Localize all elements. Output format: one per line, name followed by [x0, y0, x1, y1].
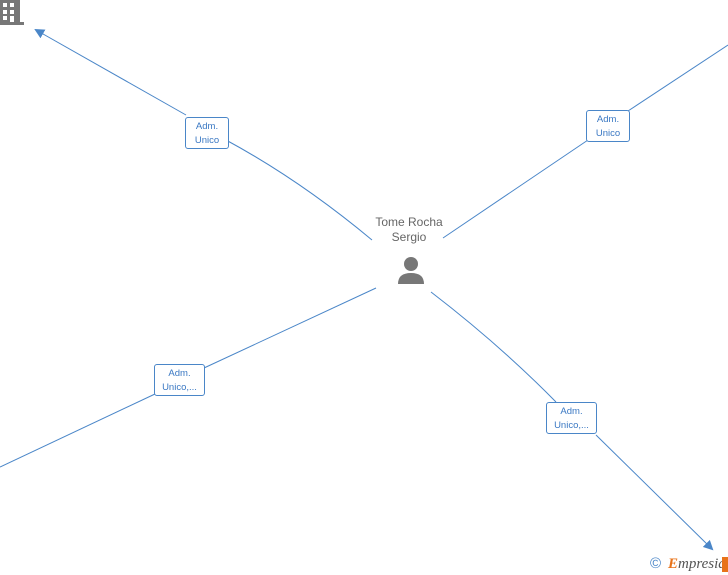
- center-person-name[interactable]: Tome Rocha Sergio: [359, 215, 459, 245]
- relation-label-line1: Adm.: [168, 368, 191, 379]
- relation-label-line2: Unico,...: [162, 382, 197, 393]
- building-icon[interactable]: [0, 0, 24, 26]
- relation-label-up-left[interactable]: Adm. Unico: [185, 117, 229, 149]
- relation-label-line1: Adm.: [560, 406, 583, 417]
- copyright-icon: ©: [650, 555, 662, 572]
- person-icon[interactable]: [396, 255, 426, 285]
- brand-initial: E: [668, 556, 679, 572]
- relation-label-up-right[interactable]: Adm. Unico: [586, 110, 630, 142]
- edge-up-right-tail: [627, 44, 728, 112]
- brand-accent-mark: [722, 557, 728, 572]
- edge-up-left-arrow: [34, 29, 187, 116]
- relation-label-line1: Adm.: [195, 121, 219, 132]
- edge-up-right: [442, 139, 589, 239]
- relation-label-down-right[interactable]: Adm. Unico,...: [546, 402, 597, 434]
- brand-rest: mpresia: [678, 556, 726, 572]
- center-name-line2: Sergio: [391, 230, 427, 244]
- edge-down-left: [203, 287, 377, 369]
- relation-label-line2: Unico,...: [554, 420, 589, 431]
- relation-label-line2: Unico: [595, 128, 621, 139]
- brand-logo: Empresia: [668, 555, 726, 573]
- relation-label-line1: Adm.: [596, 114, 620, 125]
- edge-up-left: [225, 139, 373, 241]
- edge-down-left-tail: [0, 393, 156, 468]
- edge-down-right-arrow: [595, 434, 714, 551]
- center-name-line1: Tome Rocha: [375, 215, 443, 229]
- edge-down-right: [430, 291, 557, 403]
- relation-label-down-left[interactable]: Adm. Unico,...: [154, 364, 205, 396]
- relation-label-line2: Unico: [194, 135, 220, 146]
